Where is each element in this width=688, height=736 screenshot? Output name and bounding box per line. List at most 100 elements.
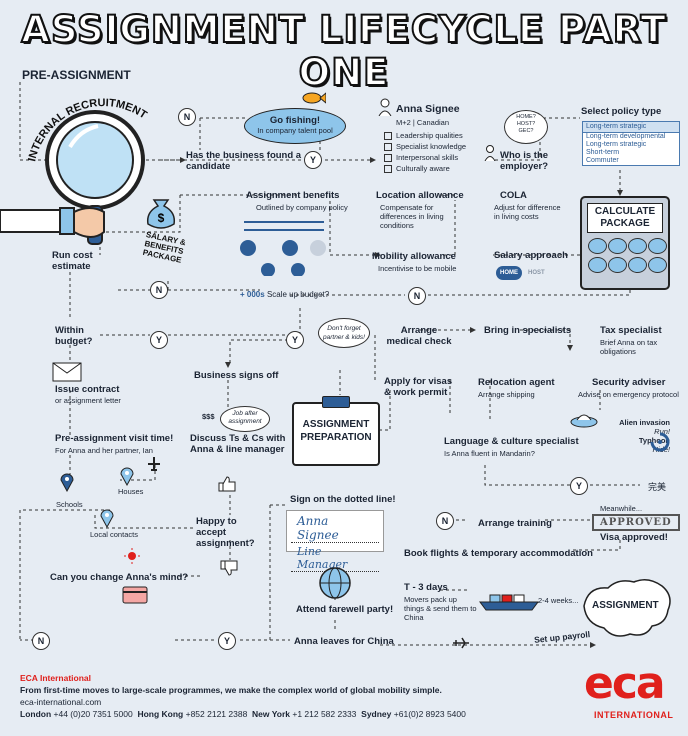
wanmei-text: 完美 — [648, 482, 667, 492]
schools-label: Schools — [56, 500, 83, 509]
who-employer-label: Who is the employer? — [500, 150, 549, 172]
internal-recruitment-label: INTERNAL RECRUITMENT — [26, 97, 149, 163]
policy-selected-value[interactable]: Long-term strategic — [583, 122, 679, 133]
arrange-medical-label: Arrange medical check — [386, 325, 452, 347]
leaves-china-label: Anna leaves for China — [294, 636, 394, 647]
benefit-sliders[interactable] — [236, 216, 332, 276]
candidate-detail: M+2 | Canadian — [396, 118, 450, 127]
calculator-key — [608, 257, 627, 273]
policy-option[interactable]: Long-term developmental — [586, 133, 666, 140]
meanwhile-label: Meanwhile... — [600, 504, 643, 513]
calculator-display: CALCULATE PACKAGE — [587, 203, 663, 233]
assignment-benefits-sub: Outlined by company policy — [256, 203, 348, 212]
policy-option[interactable]: Commuter — [586, 157, 619, 164]
scale-up-label: + 000s Scale up budget? — [240, 290, 330, 299]
signature-card: Anna Signee Line Manager — [286, 510, 384, 572]
has-candidate-label: Has the business found a candidate — [186, 150, 302, 172]
eca-logo-sub: INTERNATIONAL — [594, 710, 674, 720]
person-icon — [378, 98, 392, 116]
go-fishing-title: Go fishing! — [269, 115, 321, 126]
mobility-allowance-title: Mobility allowance — [372, 251, 456, 262]
visit-time-sub: For Anna and her partner, Ian — [55, 446, 153, 455]
calculator-key — [588, 238, 607, 254]
salary-approach-host-toggle[interactable]: HOST — [528, 270, 545, 276]
sign-dotted-label: Sign on the dotted line! — [290, 494, 396, 505]
within-budget-label: Within budget? — [55, 325, 93, 347]
tax-specialist-title: Tax specialist — [600, 325, 662, 336]
bring-specialists-label: Bring in specialists — [484, 325, 572, 336]
go-fishing-pool: Go fishing! In company talent pool — [244, 108, 346, 144]
calculator-key — [648, 238, 667, 254]
policy-type-label: Select policy type — [581, 106, 662, 117]
money-bag-icon: $ — [146, 199, 176, 229]
yes-node-scale: Y — [286, 331, 304, 349]
policy-option[interactable]: Long-term strategic — [586, 141, 647, 148]
security-adviser-title: Security adviser — [592, 377, 666, 388]
clipboard-label: ASSIGNMENT PREPARATION — [300, 419, 372, 443]
salary-approach-home-toggle[interactable]: HOME — [496, 266, 522, 280]
visa-approved-label: Visa approved! — [600, 532, 668, 543]
svg-text:INTERNAL RECRUITMENT: INTERNAL RECRUITMENT — [26, 97, 149, 163]
go-fishing-sub: In company talent pool — [257, 126, 333, 135]
calculator-key — [628, 257, 647, 273]
calculator-key — [648, 257, 667, 273]
assignment-map-label: ASSIGNMENT — [592, 600, 659, 611]
page-title: ASSIGNMENT LIFECYCLE PART ONE — [20, 7, 667, 95]
list-item: Culturally aware — [384, 163, 466, 174]
candidate-name: Anna Signee — [396, 103, 460, 115]
globe-icon — [319, 567, 351, 599]
list-item: Specialist knowledge — [384, 141, 466, 152]
footer-company: ECA International — [20, 673, 91, 683]
calculator-key — [588, 257, 607, 273]
footer-contacts: London +44 (0)20 7351 5000 Hong Kong +85… — [20, 709, 466, 719]
location-pin-icon — [100, 509, 114, 528]
cola-title: COLA — [500, 190, 527, 201]
run-cost-label: Run cost estimate — [52, 250, 93, 272]
policy-type-select[interactable]: Long-term strategic Long-term developmen… — [582, 121, 680, 166]
job-price: $$$ — [202, 412, 215, 421]
location-pin-icon — [120, 467, 134, 486]
signature-anna: Anna Signee — [291, 511, 379, 543]
footer-url[interactable]: eca-international.com — [20, 697, 102, 707]
weeks-label: 2-4 weeks... — [538, 596, 579, 605]
footer-tagline: From first-time moves to large-scale pro… — [20, 685, 442, 695]
book-flights-label: Book flights & temporary accommodation — [404, 548, 593, 559]
envelope-icon — [52, 362, 82, 382]
cola-sub: Adjust for difference in living costs — [494, 203, 561, 221]
yes-node-candidate: Y — [304, 151, 322, 169]
section-heading: PRE-ASSIGNMENT — [22, 68, 131, 82]
thumbs-up-icon — [218, 476, 236, 492]
calculator-key — [608, 238, 627, 254]
calculator-key — [628, 238, 647, 254]
internal-recruitment-arc: INTERNAL RECRUITMENT — [26, 97, 149, 163]
business-signs-label: Business signs off — [194, 370, 279, 381]
credit-card-icon — [122, 586, 148, 604]
employer-thought-bubble: HOME?HOST?GEC? — [504, 110, 548, 144]
mobility-allowance-sub: Incentivise to be mobile — [378, 264, 457, 273]
no-node-training: N — [436, 512, 454, 530]
location-allowance-title: Location allowance — [376, 190, 464, 201]
fish-icon — [302, 92, 326, 104]
t3-days-sub: Movers pack up things & send them to Chi… — [404, 595, 477, 622]
budget-thought-bubble: Don't forget partner & kids! — [318, 318, 370, 348]
thumbs-down-icon — [220, 560, 238, 576]
tax-specialist-sub: Brief Anna on tax obligations — [600, 338, 658, 356]
person-icon — [484, 145, 496, 161]
footer: ECA International From first-time moves … — [20, 672, 580, 720]
t3-days-title: T - 3 days — [404, 582, 448, 593]
calculate-package-calculator: CALCULATE PACKAGE — [580, 196, 670, 290]
yes-node-final: Y — [218, 632, 236, 650]
job-thought-bubble: Job after assignment — [220, 406, 270, 432]
assignment-benefits-title: Assignment benefits — [246, 190, 340, 201]
svg-text:$: $ — [158, 211, 165, 225]
security-adviser-sub: Advise on emergency protocol — [578, 390, 679, 399]
list-item: Leadership qualities — [384, 130, 466, 141]
change-mind-label: Can you change Anna's mind? — [50, 572, 189, 583]
eca-logo: eca — [584, 658, 666, 709]
lightbulb-icon — [124, 548, 140, 564]
language-specialist-title: Language & culture specialist — [444, 436, 579, 447]
policy-option[interactable]: Short-term — [586, 149, 620, 156]
magnifying-glass-icon — [0, 110, 145, 245]
china-map-icon — [583, 579, 671, 637]
list-item: Interpersonal skills — [384, 152, 466, 163]
